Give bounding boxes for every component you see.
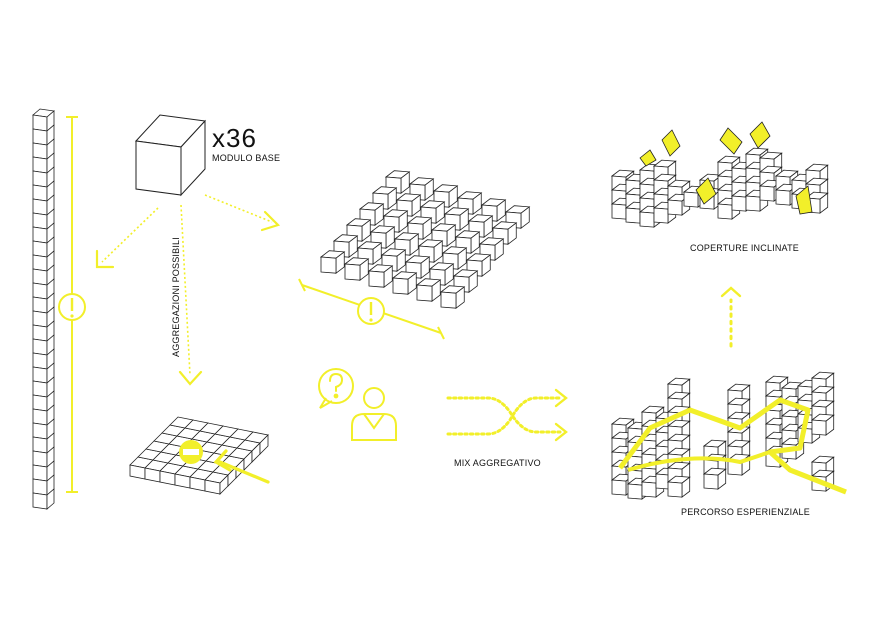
sloped-roof-yellow	[661, 129, 681, 157]
tower-cell	[32, 394, 48, 412]
tower-cell	[32, 338, 48, 356]
roof-cube	[745, 195, 761, 212]
tower-cell	[32, 240, 48, 258]
tower-cell	[32, 226, 48, 244]
tower-cell	[32, 352, 48, 370]
aggregations-label: AGGREGAZIONI POSSIBILI	[171, 237, 181, 357]
path-cube	[667, 481, 683, 498]
mix-label: MIX AGGREGATIVO	[454, 458, 541, 468]
arrow-heads	[95, 210, 281, 386]
scattered-cube	[392, 277, 409, 295]
tower-cell	[32, 282, 48, 300]
roof-cube	[775, 189, 791, 206]
module-label: MODULO BASE	[212, 153, 281, 163]
dotted-up-arrow	[720, 286, 742, 348]
roofs-label: COPERTURE INCLINATE	[690, 243, 799, 253]
tower-cell	[32, 198, 48, 216]
sloped-roof-yellow	[719, 127, 743, 155]
tower-cell	[32, 436, 48, 454]
tower-cell	[32, 422, 48, 440]
tower-cell	[32, 296, 48, 314]
roof-cube	[653, 207, 669, 224]
question-bubble-icon	[318, 368, 354, 409]
tower-cell	[32, 450, 48, 468]
tower-cell	[32, 310, 48, 328]
exclamation-circle-icon	[357, 297, 385, 325]
scattered-cube	[320, 256, 337, 274]
scattered-cube	[440, 291, 457, 309]
tower-cell	[32, 156, 48, 174]
person-icon	[351, 387, 397, 441]
tower-cell	[32, 464, 48, 482]
scattered-cube	[368, 270, 385, 288]
tower-cell	[32, 478, 48, 496]
base-module-cube	[134, 114, 207, 197]
roof-cube	[667, 199, 683, 216]
multiplier-label: x36	[212, 123, 257, 153]
experiential-path-line	[627, 450, 771, 472]
shuffle-arrow-heads	[554, 388, 568, 442]
roof-cube	[611, 203, 627, 220]
tower-cell	[32, 184, 48, 202]
shuffle-arrows-icon	[446, 396, 562, 436]
experiential-path-cluster	[610, 371, 847, 500]
tower-cell	[32, 212, 48, 230]
entry-arrow	[213, 449, 270, 484]
path-cube	[811, 419, 827, 436]
sloped-roof-yellow	[695, 177, 717, 205]
roof-cube	[731, 195, 747, 212]
exclamation-circle-icon	[58, 293, 86, 321]
tower-cell	[32, 492, 48, 510]
roof-cube	[639, 211, 655, 228]
sloped-roof-yellow	[749, 121, 771, 149]
tower-cell	[32, 114, 48, 132]
flat-tile-platform	[129, 416, 269, 495]
tower-cell	[32, 366, 48, 384]
path-cube	[703, 473, 719, 490]
roof-cube	[717, 203, 733, 220]
roof-cube	[759, 185, 775, 202]
tower-cell	[32, 170, 48, 188]
sloped-roof-yellow	[795, 185, 813, 215]
tower-cell	[32, 254, 48, 272]
dotted-arrows-aggregation	[101, 194, 273, 376]
tower-cell	[32, 380, 48, 398]
sloped-roofs-cluster	[610, 121, 829, 228]
tower-cell	[32, 268, 48, 286]
tower-cell	[46, 488, 55, 510]
roof-cube	[625, 207, 641, 224]
scattered-cube	[416, 284, 433, 302]
tower-cell	[32, 408, 48, 426]
path-cube	[611, 479, 627, 496]
roof-cube	[683, 191, 699, 208]
path-cube	[627, 483, 643, 500]
scattered-cube	[344, 263, 361, 281]
lock-circle-icon	[179, 440, 203, 464]
tower-cell	[32, 142, 48, 160]
tower-cell	[32, 324, 48, 342]
scattered-cube-array	[319, 170, 531, 310]
tile-edge	[259, 434, 269, 455]
sloped-roof-yellow	[639, 149, 657, 167]
tower-cell	[32, 128, 48, 146]
path-cube	[641, 481, 657, 498]
vertical-module-tower	[32, 108, 55, 510]
path-label: PERCORSO ESPERIENZIALE	[681, 507, 810, 517]
experiential-path-line	[618, 397, 847, 495]
